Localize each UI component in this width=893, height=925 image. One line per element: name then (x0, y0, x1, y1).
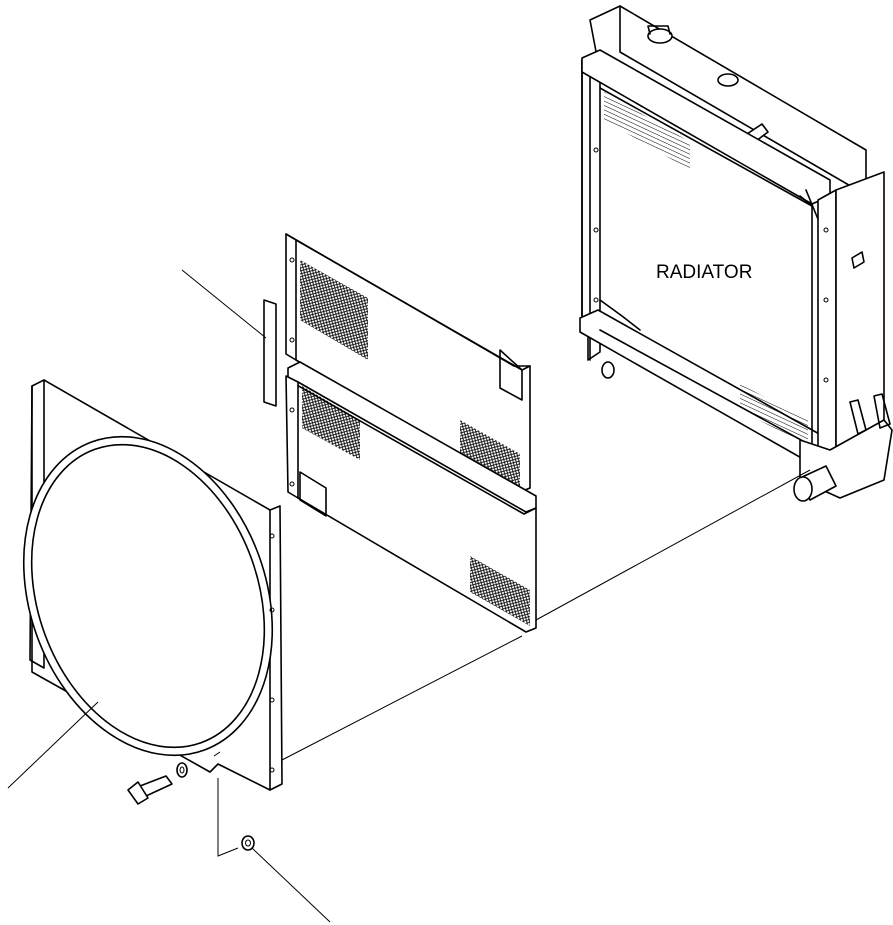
washer-icon (176, 762, 188, 778)
upper-screen-panel (285, 233, 297, 361)
lower-outlet-pipe (793, 465, 837, 502)
shroud-ring (22, 435, 274, 757)
top-port (717, 73, 739, 87)
assembly-line-fastener (217, 778, 239, 857)
nut-icon (241, 835, 255, 851)
radiator-core (599, 87, 813, 447)
shroud-leader-line (7, 701, 99, 789)
guard-screen-assembly (181, 233, 537, 633)
assembly-line-shroud-screen (281, 635, 523, 761)
radiator-assembly: RADIATOR (579, 5, 893, 502)
radiator-label: RADIATOR (656, 262, 752, 283)
bolt-icon (127, 775, 173, 805)
nut-leader-line (251, 847, 331, 923)
lower-screen-panel (285, 375, 299, 499)
fasteners (127, 751, 255, 851)
assembly-line-screen-radiator (535, 469, 811, 621)
seal-leader-line (181, 269, 267, 339)
filler-cap-icon (647, 25, 673, 44)
fan-shroud (22, 379, 283, 791)
leader-lines (7, 469, 811, 923)
seal-strip (263, 299, 277, 407)
